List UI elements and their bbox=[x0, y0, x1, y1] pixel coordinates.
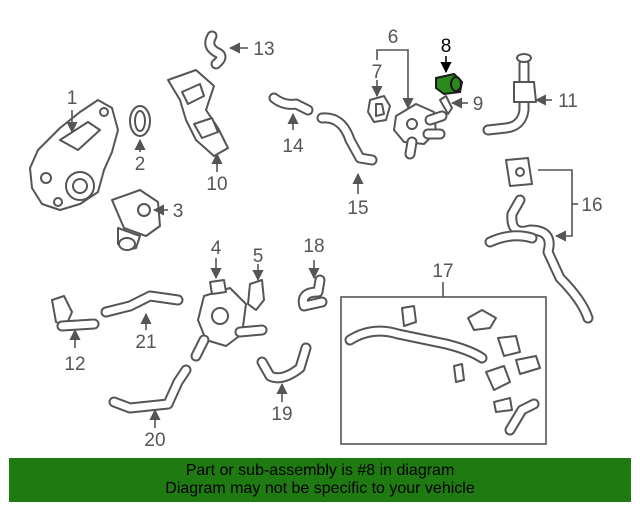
callout-10: 10 bbox=[206, 174, 227, 195]
part-10-heat-shield bbox=[167, 69, 229, 157]
part-1-water-pump bbox=[29, 99, 119, 211]
part-11-bypass-tube bbox=[482, 53, 537, 136]
leader-lines bbox=[66, 42, 578, 428]
callout-20: 20 bbox=[144, 430, 165, 451]
part-8-highlighted-fitting bbox=[435, 72, 464, 96]
part-20-long-hose bbox=[108, 364, 192, 414]
callout-16: 16 bbox=[581, 195, 602, 216]
callout-4: 4 bbox=[211, 238, 222, 259]
callout-18: 18 bbox=[303, 236, 324, 257]
part-7-outlet-gasket bbox=[367, 95, 391, 123]
callout-14: 14 bbox=[282, 136, 304, 157]
callout-13: 13 bbox=[253, 39, 274, 60]
callout-17: 17 bbox=[432, 261, 453, 282]
banner-line-2: Diagram may not be specific to your vehi… bbox=[165, 480, 475, 497]
part-4-housing-assembly bbox=[190, 279, 268, 362]
callout-6: 6 bbox=[388, 27, 399, 48]
part-17-subassembly-box bbox=[340, 296, 547, 445]
callout-labels: 1 2 3 4 5 6 7 8 9 10 11 12 13 14 15 16 1… bbox=[64, 27, 602, 451]
callout-2: 2 bbox=[135, 154, 146, 175]
callout-15: 15 bbox=[347, 198, 368, 219]
highlight-notice-banner: Part or sub-assembly is #8 in diagram Di… bbox=[9, 458, 631, 502]
callout-9: 9 bbox=[473, 94, 484, 115]
part-12-bracket bbox=[51, 295, 100, 332]
callout-11: 11 bbox=[558, 91, 578, 112]
part-2-gasket bbox=[129, 105, 151, 137]
part-19-hose bbox=[256, 342, 312, 384]
part-13-hose bbox=[204, 30, 227, 70]
part-21-hose bbox=[100, 290, 184, 318]
banner-line-1: Part or sub-assembly is #8 in diagram bbox=[185, 462, 455, 479]
part-3-thermostat-housing bbox=[111, 189, 161, 251]
callout-21: 21 bbox=[135, 332, 156, 353]
callout-8-highlighted: 8 bbox=[441, 36, 452, 57]
part-18-short-hose bbox=[297, 274, 328, 312]
part-14-hose bbox=[268, 92, 314, 116]
callout-3: 3 bbox=[173, 201, 184, 222]
callout-1: 1 bbox=[67, 88, 78, 109]
part-6-water-outlet bbox=[393, 103, 448, 160]
callout-7: 7 bbox=[372, 62, 383, 83]
part-16-long-hose bbox=[484, 157, 594, 324]
callout-19: 19 bbox=[271, 404, 292, 425]
part-5-bracket bbox=[247, 279, 265, 311]
callout-12: 12 bbox=[64, 354, 85, 375]
callout-5: 5 bbox=[253, 246, 264, 267]
exploded-parts-diagram: 1 2 3 4 5 6 7 8 9 10 11 12 13 14 15 16 1… bbox=[29, 27, 603, 451]
part-15-hose bbox=[316, 112, 378, 166]
